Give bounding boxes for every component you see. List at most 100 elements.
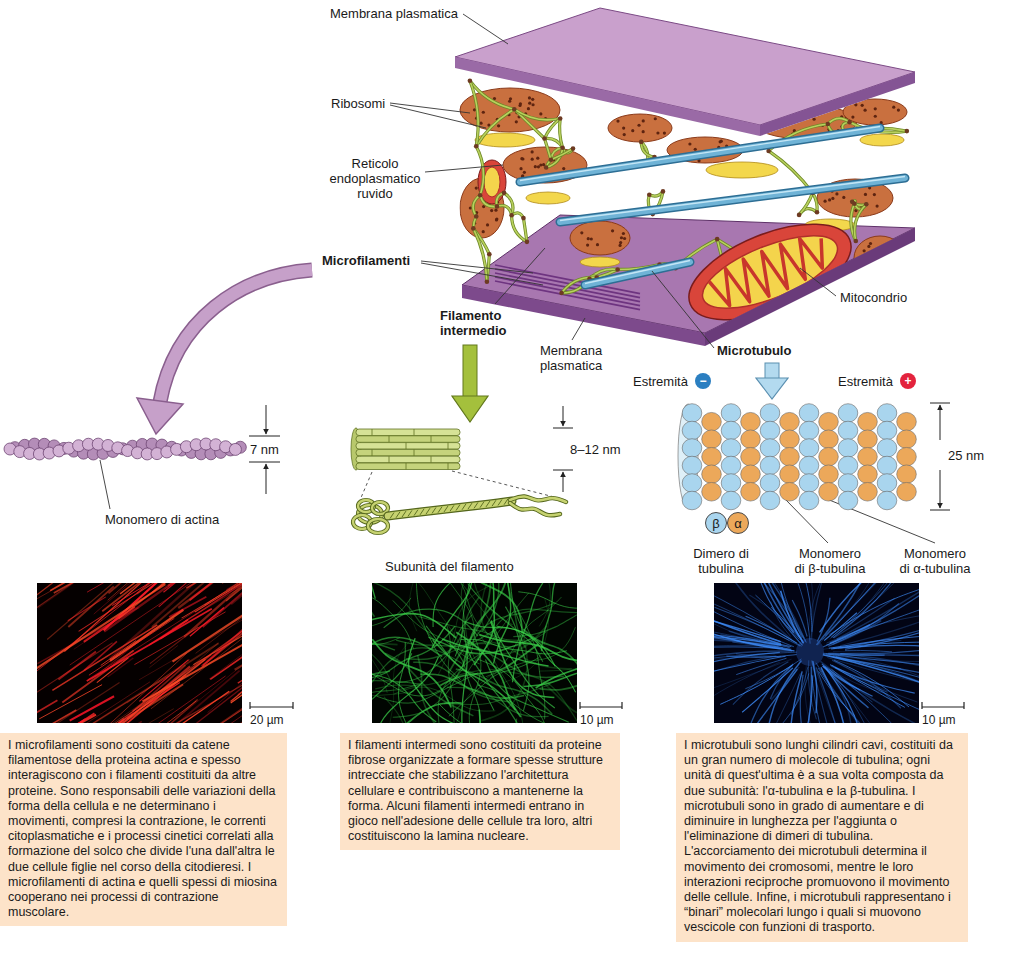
caption-box: I microfilamenti sono costituiti da cate… <box>0 733 287 926</box>
micrograph-intermediate <box>514 719 521 723</box>
intermediate-filament-network <box>495 204 500 209</box>
micrograph-intermediate <box>372 583 375 599</box>
micrograph-actin <box>87 583 185 592</box>
intermediate-filament-network <box>551 149 573 160</box>
tubulin-monomer: β <box>705 512 727 534</box>
rough-er <box>509 97 512 100</box>
filament-subunit <box>444 506 448 512</box>
rough-er <box>495 218 498 221</box>
intermediate-filament-network <box>544 165 549 170</box>
rough-er <box>495 217 498 220</box>
rough-er <box>520 157 523 160</box>
intermediate-filament-network <box>545 119 561 139</box>
micrograph-intermediate <box>388 640 411 723</box>
rough-er <box>590 237 593 240</box>
microtubule-model <box>682 456 702 475</box>
micrograph-microtubule <box>845 650 892 651</box>
microtubule-model <box>760 421 780 440</box>
intermediate-filament-network <box>502 191 507 196</box>
rough-er <box>580 231 583 234</box>
intermediate-filament-bundle <box>372 449 373 456</box>
rough-er <box>531 103 534 106</box>
node-text: I filamenti intermedi sono costituiti da… <box>348 738 612 844</box>
filament-subunit <box>486 501 490 507</box>
intermediate-filament-bundle <box>406 443 407 450</box>
microtubule-model <box>858 430 878 449</box>
rough-er <box>493 97 496 100</box>
micrograph-actin <box>37 583 89 611</box>
rough-er <box>863 249 866 252</box>
micrograph-microtubule <box>791 667 808 715</box>
micrograph-actin <box>222 716 242 723</box>
rough-er <box>482 111 485 114</box>
filament-subunit <box>388 501 512 516</box>
micrograph-microtubule <box>818 583 889 645</box>
micrograph-actin <box>41 715 96 723</box>
intermediate-filament-network <box>855 204 867 241</box>
filament-subunit <box>510 496 566 502</box>
microtubule-model <box>760 491 780 510</box>
microtubule-model <box>897 412 917 431</box>
rough-er <box>527 107 530 110</box>
microtubule-model <box>721 439 741 458</box>
microtubule-model <box>858 482 878 501</box>
microtubule-model <box>741 465 761 484</box>
microtubule-model <box>741 412 761 431</box>
filament-subunit <box>420 509 424 515</box>
micrograph-intermediate <box>536 653 577 688</box>
intermediate-filament-network <box>551 149 573 160</box>
rough-er <box>537 165 540 168</box>
scale-label: 10 µm <box>922 713 956 728</box>
rough-er <box>482 230 485 233</box>
intermediate-filament-network <box>560 119 563 148</box>
zoom-lines <box>360 471 566 500</box>
micrograph-intermediate <box>523 671 577 687</box>
zoom-lines <box>360 472 372 500</box>
micrograph-microtubule <box>790 671 802 723</box>
microtubule-model <box>877 404 897 423</box>
micrograph-intermediate <box>513 590 577 636</box>
micrograph-actin <box>150 627 198 664</box>
intermediate-filament-bundle <box>372 429 373 436</box>
intermediate-filament-network <box>512 107 517 112</box>
micrograph-intermediate <box>372 583 413 649</box>
microtubule-model <box>702 430 722 449</box>
microtubule-model <box>819 412 839 431</box>
filament-subunit <box>426 508 430 514</box>
actin-filament <box>229 443 241 455</box>
micrograph-actin <box>52 625 157 690</box>
rough-er <box>596 243 599 246</box>
intermediate-filament-network <box>813 193 818 212</box>
microfilament-arrow <box>137 270 312 434</box>
rough-er <box>490 209 493 212</box>
intermediate-filament-network <box>480 195 497 206</box>
intermediate-filament-network <box>828 118 850 124</box>
micrograph-microtubule <box>813 661 817 713</box>
microtubule-model <box>838 456 858 475</box>
caption-box: I filamenti intermedi sono costituiti da… <box>340 733 620 850</box>
micrograph-actin <box>37 719 85 723</box>
microtubule-arrow <box>756 363 788 399</box>
rough-er <box>869 242 872 245</box>
microtubule-model <box>760 474 780 493</box>
intermediate-filament-bundle <box>406 463 407 470</box>
rough-er <box>475 186 478 189</box>
micrograph-microtubule <box>800 675 806 723</box>
microtubule-model <box>819 465 839 484</box>
microtubule-rods <box>520 128 880 182</box>
rough-er <box>694 148 697 151</box>
micrograph-actin <box>107 709 173 723</box>
micrograph-actin <box>109 583 157 593</box>
rough-er <box>876 204 879 207</box>
part-label: Mitocondrio <box>840 290 907 305</box>
filament-subunit <box>474 502 478 508</box>
intermediate-filament-bundle <box>356 436 460 443</box>
micrograph-intermediate <box>409 583 435 631</box>
microtubule-model <box>760 456 780 475</box>
intermediate-filament-network <box>474 214 479 219</box>
intermediate-filament-arrow <box>452 396 488 422</box>
micrograph-microtubule <box>714 599 781 641</box>
micrograph-intermediate <box>420 674 524 698</box>
rough-er <box>619 241 622 244</box>
rough-er <box>479 122 482 125</box>
